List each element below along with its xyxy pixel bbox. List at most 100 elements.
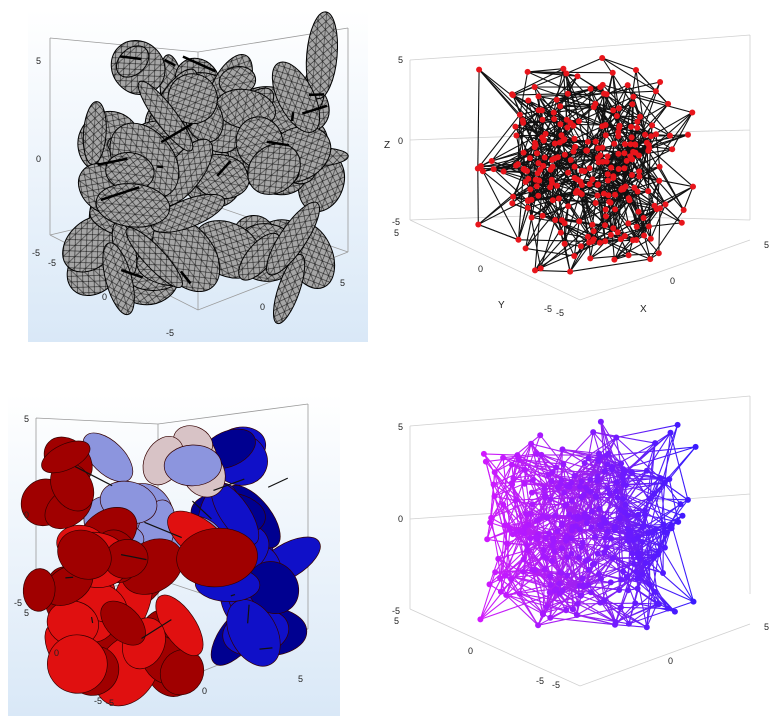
graph-node [588, 524, 595, 531]
graph-node [568, 535, 575, 542]
graph-node [551, 140, 558, 147]
graph-node [620, 495, 627, 502]
graph-node [624, 82, 631, 89]
graph-node [519, 117, 526, 124]
fracture-edge [65, 576, 74, 579]
graph-node [634, 585, 641, 592]
fracture-disk [125, 227, 183, 288]
graph-node [630, 237, 636, 244]
graph-node [545, 472, 552, 478]
graph-node [571, 135, 578, 142]
graph-node [621, 165, 628, 172]
fracture-edge [119, 55, 142, 61]
fracture-disk [41, 440, 91, 474]
graph-node [621, 150, 628, 157]
graph-node [534, 170, 541, 177]
graph-node [635, 511, 642, 518]
graph-edge [531, 569, 551, 593]
graph-edge [671, 112, 693, 150]
graph-node [579, 575, 586, 582]
graph-edge [615, 437, 661, 479]
graph-nodes [474, 55, 696, 275]
graph-node [602, 213, 609, 220]
graph-edge [538, 95, 614, 111]
graph-node [603, 158, 610, 165]
graph-node [612, 206, 619, 213]
graph-node [583, 519, 590, 526]
graph-node [527, 186, 534, 193]
fracture-edge [308, 93, 325, 97]
graph-node [690, 598, 697, 605]
mesh-fractures [62, 11, 349, 325]
graph-edge [601, 57, 633, 105]
graph-edge [511, 93, 543, 121]
fracture-edge [247, 604, 250, 624]
graph-edge [511, 93, 539, 111]
graph-node [475, 221, 482, 228]
graph-edge [599, 154, 639, 212]
graph-node [516, 111, 523, 118]
graph-node [632, 141, 639, 148]
graph-edge [477, 69, 480, 169]
graph-node [532, 176, 539, 183]
graph-edge [627, 84, 646, 135]
graph-node [585, 566, 592, 573]
graph-node [643, 624, 650, 631]
graph-edge [590, 491, 593, 512]
graph-edge [655, 529, 666, 548]
graph-node [621, 233, 628, 239]
graph-edge [628, 603, 658, 625]
z-tick-label: -5 [392, 606, 400, 616]
graph-node [617, 507, 624, 513]
fracture-edge [290, 112, 295, 122]
graph-node [675, 518, 682, 525]
graph-edge [635, 602, 658, 605]
graph-node [571, 253, 578, 259]
fracture-edge [266, 140, 290, 147]
graph-node [524, 547, 531, 554]
z-tick-label: 5 [398, 55, 403, 65]
graph-node [577, 243, 584, 250]
graph-node [667, 429, 674, 436]
graph-node [575, 118, 582, 125]
graph-node [626, 197, 633, 204]
graph-edge [562, 448, 622, 465]
graph-edge [477, 168, 479, 225]
graph-node [628, 469, 635, 476]
graph-node [531, 84, 538, 90]
graph-node [602, 222, 608, 229]
graph-edge [548, 474, 591, 481]
graph-node [661, 544, 668, 551]
graph-edge [542, 215, 589, 238]
graph-node [557, 569, 564, 576]
graph-edge [590, 238, 622, 259]
fracture-edge [160, 122, 193, 144]
graph-edge [649, 209, 685, 260]
graph-node [554, 484, 561, 491]
graph-node [612, 488, 619, 495]
graph-node [679, 512, 686, 519]
graph-node [567, 157, 574, 163]
graph-node [541, 566, 548, 573]
graph-node [577, 483, 584, 490]
graph-node [625, 537, 631, 544]
graph-node [541, 154, 548, 161]
graph-node [509, 200, 516, 207]
graph-node [642, 131, 649, 138]
graph-node [625, 252, 632, 259]
graph-edge [519, 71, 529, 115]
graph-edge [542, 119, 561, 125]
graph-edge [577, 578, 638, 605]
graph-edge [601, 57, 657, 92]
graph-edge [517, 114, 521, 165]
graph-node [603, 519, 610, 526]
graph-edge [494, 471, 529, 526]
graph-edge [615, 482, 665, 492]
graph-edge [650, 204, 667, 239]
graph-edge [538, 96, 555, 120]
graph-node [553, 96, 560, 103]
graph-edge [587, 457, 606, 472]
graph-edge [600, 557, 614, 580]
graph-node [557, 121, 564, 128]
graph-edge [564, 222, 582, 247]
